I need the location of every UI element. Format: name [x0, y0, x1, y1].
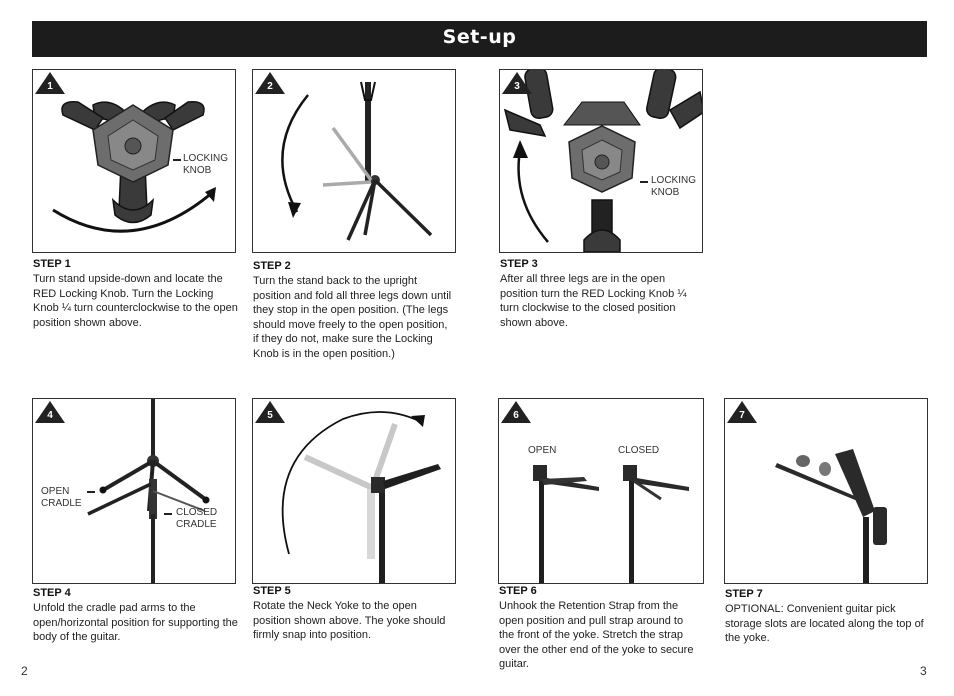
step-7-illustration — [775, 449, 887, 583]
step-7-number: 7 — [739, 410, 745, 421]
step-7-title: STEP 7 — [725, 588, 763, 600]
step-7-badge — [727, 401, 757, 423]
step-6-title: STEP 6 — [499, 585, 537, 597]
step-2-badge — [255, 72, 285, 94]
step-3-badge — [502, 72, 532, 94]
step-4-number: 4 — [47, 410, 53, 421]
step-6-label-open: OPEN — [528, 445, 557, 456]
step-1-illustration — [52, 101, 216, 233]
step-2-text: Turn the stand back to the upright posit… — [253, 275, 452, 360]
section-header: Set-up — [32, 21, 927, 57]
step-5-title: STEP 5 — [253, 585, 291, 597]
step-5-text: Rotate the Neck Yoke to the open positio… — [253, 600, 446, 642]
step-3-title: STEP 3 — [500, 258, 538, 270]
step-4-callout-open-cradle: OPEN CRADLE — [41, 486, 82, 509]
step-6-badge — [501, 401, 531, 423]
step-1-text: Turn stand upside-down and locate the RE… — [33, 273, 238, 329]
step-1-callout-locking-knob: LOCKING KNOB — [183, 153, 229, 176]
step-1-number: 1 — [47, 81, 53, 92]
step-3-number: 3 — [514, 81, 520, 92]
step-3-callout-line — [640, 181, 648, 183]
step-4-title: STEP 4 — [33, 587, 71, 599]
step-2-figure: 2 — [252, 69, 456, 253]
step-1-callout-line — [173, 159, 181, 161]
step-6-label-closed: CLOSED — [618, 445, 660, 456]
step-2-number: 2 — [267, 81, 273, 92]
step-2-illustration — [281, 81, 433, 241]
step-4-badge — [35, 401, 65, 423]
page-title: Set-up — [442, 26, 517, 48]
step-3-callout-locking-knob: LOCKING KNOB — [651, 175, 697, 198]
step-5-illustration — [281, 411, 441, 583]
step-4-callout-open-line — [87, 491, 95, 493]
page-number-left: 2 — [21, 664, 28, 678]
step-1-badge — [35, 72, 65, 94]
step-4-illustration — [87, 399, 210, 583]
step-4-figure: 4 OPEN CRADLE CLOSED CRADLE — [32, 398, 236, 584]
step-5-figure: 5 — [252, 398, 456, 584]
page-number-right: 3 — [920, 664, 927, 678]
step-4-callout-closed-line — [164, 513, 172, 515]
step-6-figure: 6 OPEN CLOSED — [498, 398, 704, 584]
step-6-text: Unhook the Retention Strap from the open… — [499, 600, 694, 671]
step-1-figure: 1 LOCKING KNOB — [32, 69, 236, 253]
step-6-number: 6 — [513, 410, 519, 421]
step-6-illustration — [533, 465, 689, 583]
step-3-text: After all three legs are in the open pos… — [500, 273, 687, 329]
step-3-figure: 3 LOCKING KNOB — [499, 69, 703, 253]
step-7-text: OPTIONAL: Convenient guitar pick storage… — [725, 603, 924, 645]
step-5-badge — [255, 401, 285, 423]
step-3-illustration — [503, 70, 702, 252]
step-2-title: STEP 2 — [253, 260, 291, 272]
step-7-figure: 7 — [724, 398, 928, 584]
step-1-title: STEP 1 — [33, 258, 71, 270]
step-5-number: 5 — [267, 410, 273, 421]
step-4-callout-closed-cradle: CLOSED CRADLE — [176, 507, 218, 530]
step-4-text: Unfold the cradle pad arms to the open/h… — [33, 602, 238, 644]
